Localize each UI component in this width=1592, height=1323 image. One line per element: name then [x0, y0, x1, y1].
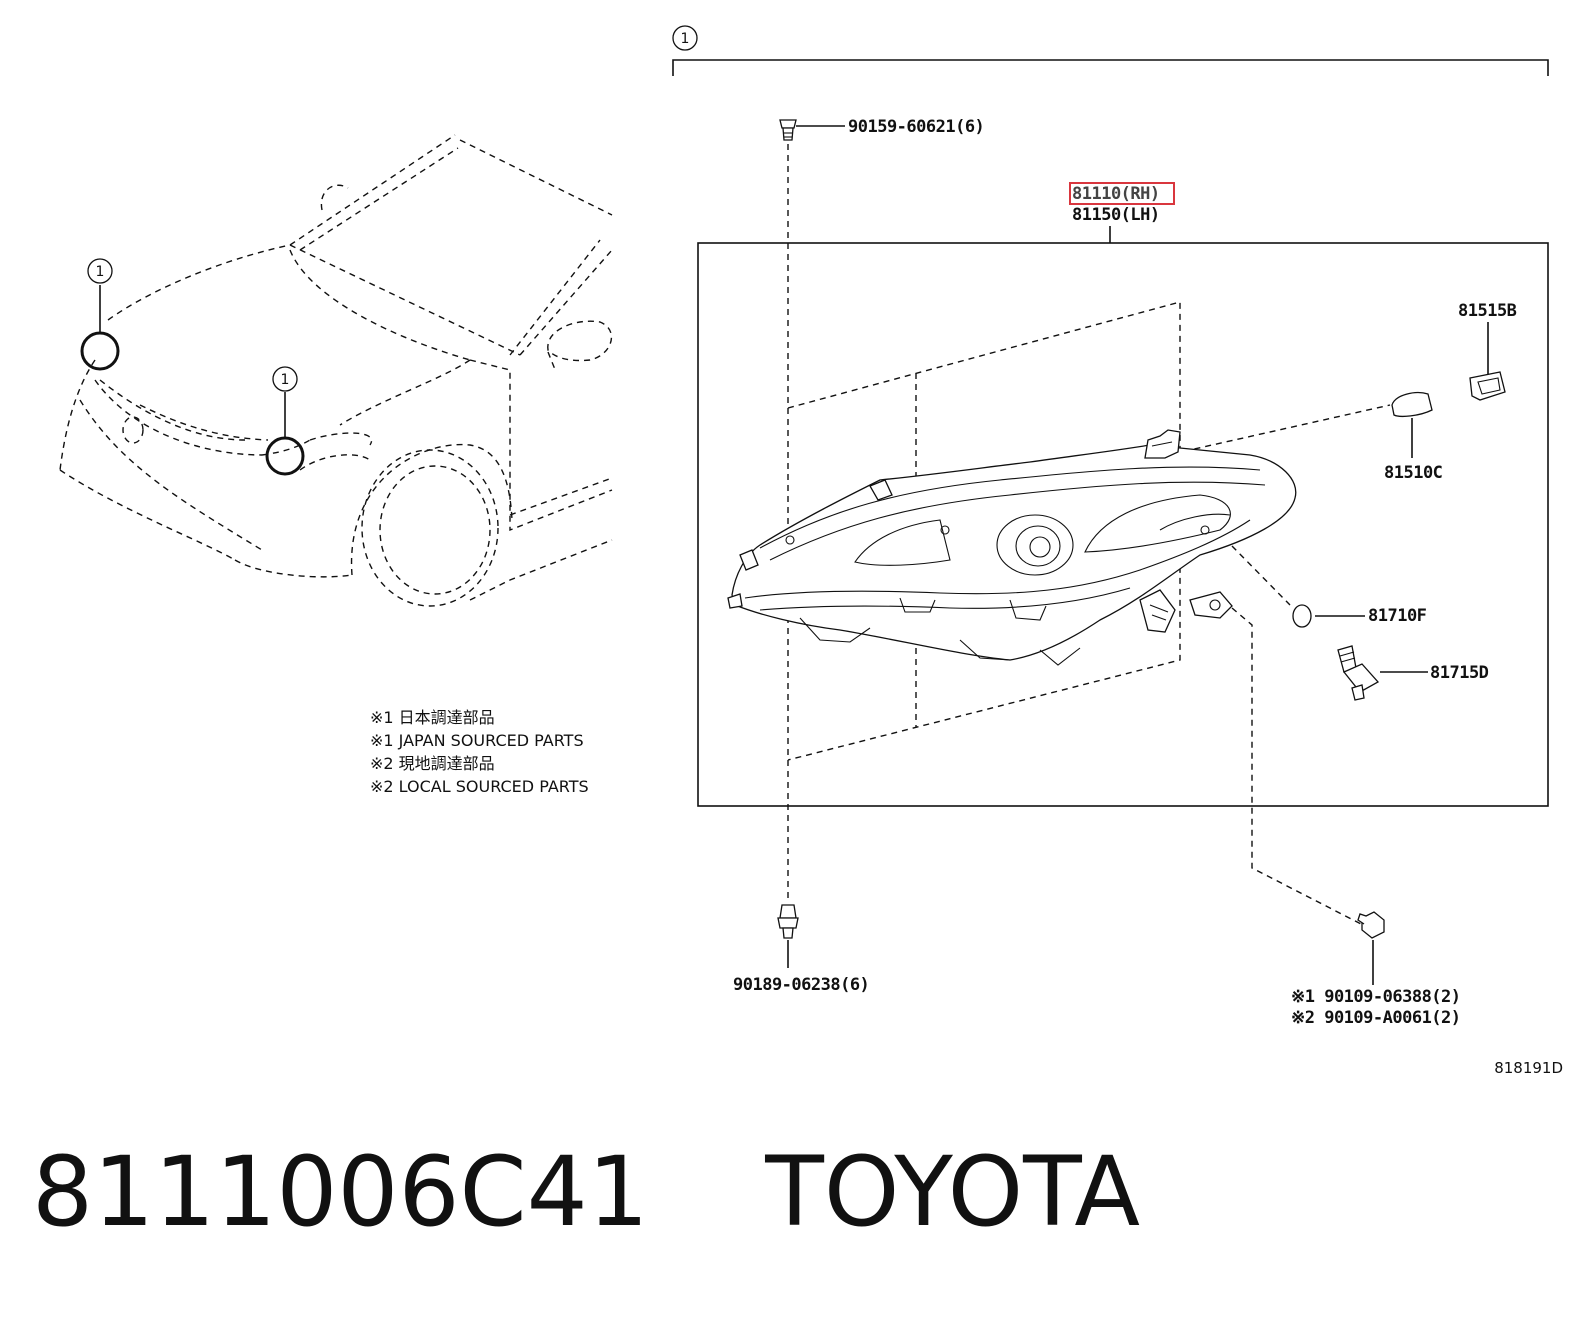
- screw-top: 90159-60621(6): [779, 117, 985, 141]
- callout-marker-car-2: 1: [281, 372, 290, 388]
- note-line: ※1 日本調達部品: [370, 708, 495, 727]
- screw-bottom: 90189-06238(6): [733, 904, 870, 995]
- part-label-socket-small: 81715D: [1430, 663, 1489, 683]
- part-label-bolt-1: ※1 90109-06388(2): [1291, 987, 1461, 1007]
- socket-81715d: 81715D: [1337, 645, 1489, 701]
- headlamp-part-label: 81110(RH) 81150(LH): [1069, 182, 1175, 243]
- note-line: ※1 JAPAN SOURCED PARTS: [370, 731, 584, 750]
- caption-part-number: 8111006C41: [32, 1136, 649, 1248]
- bulb-81510c: 81510C: [1384, 391, 1443, 483]
- part-label-bulb-large: 81510C: [1384, 463, 1442, 483]
- diagram-code: 818191D: [1494, 1059, 1563, 1077]
- callout-marker-car-1: 1: [96, 264, 105, 280]
- caption: 8111006C41 TOYOTA: [32, 1132, 1232, 1252]
- sourcing-notes: ※1 日本調達部品 ※1 JAPAN SOURCED PARTS ※2 現地調達…: [370, 708, 589, 796]
- part-label-bulb-small: 81710F: [1368, 606, 1427, 626]
- assembly-frame: [697, 242, 1549, 807]
- callout-marker-assembly: 1: [681, 31, 690, 47]
- highlight-box: [1069, 182, 1175, 205]
- bulb-81710f: 81710F: [1231, 545, 1427, 628]
- part-label-socket: 81515B: [1458, 301, 1517, 321]
- assembly-bracket: 1: [672, 25, 1549, 76]
- caption-brand: TOYOTA: [765, 1136, 1141, 1248]
- part-label-screw-top: 90159-60621(6): [848, 117, 984, 137]
- headlamp-assembly: [727, 429, 1297, 666]
- socket-81515b: 81515B: [1458, 301, 1517, 401]
- car-front-illustration: 1 1: [59, 134, 613, 607]
- note-line: ※2 LOCAL SOURCED PARTS: [370, 777, 589, 796]
- part-label-screw-bottom: 90189-06238(6): [733, 975, 869, 995]
- note-line: ※2 現地調達部品: [370, 754, 495, 773]
- part-label-lh: 81150(LH): [1072, 205, 1160, 225]
- part-label-bolt-2: ※2 90109-A0061(2): [1291, 1008, 1461, 1028]
- bolt-bottom-right: ※1 90109-06388(2) ※2 90109-A0061(2): [1231, 607, 1461, 1028]
- part-label-rh: 81110(RH): [1072, 184, 1160, 204]
